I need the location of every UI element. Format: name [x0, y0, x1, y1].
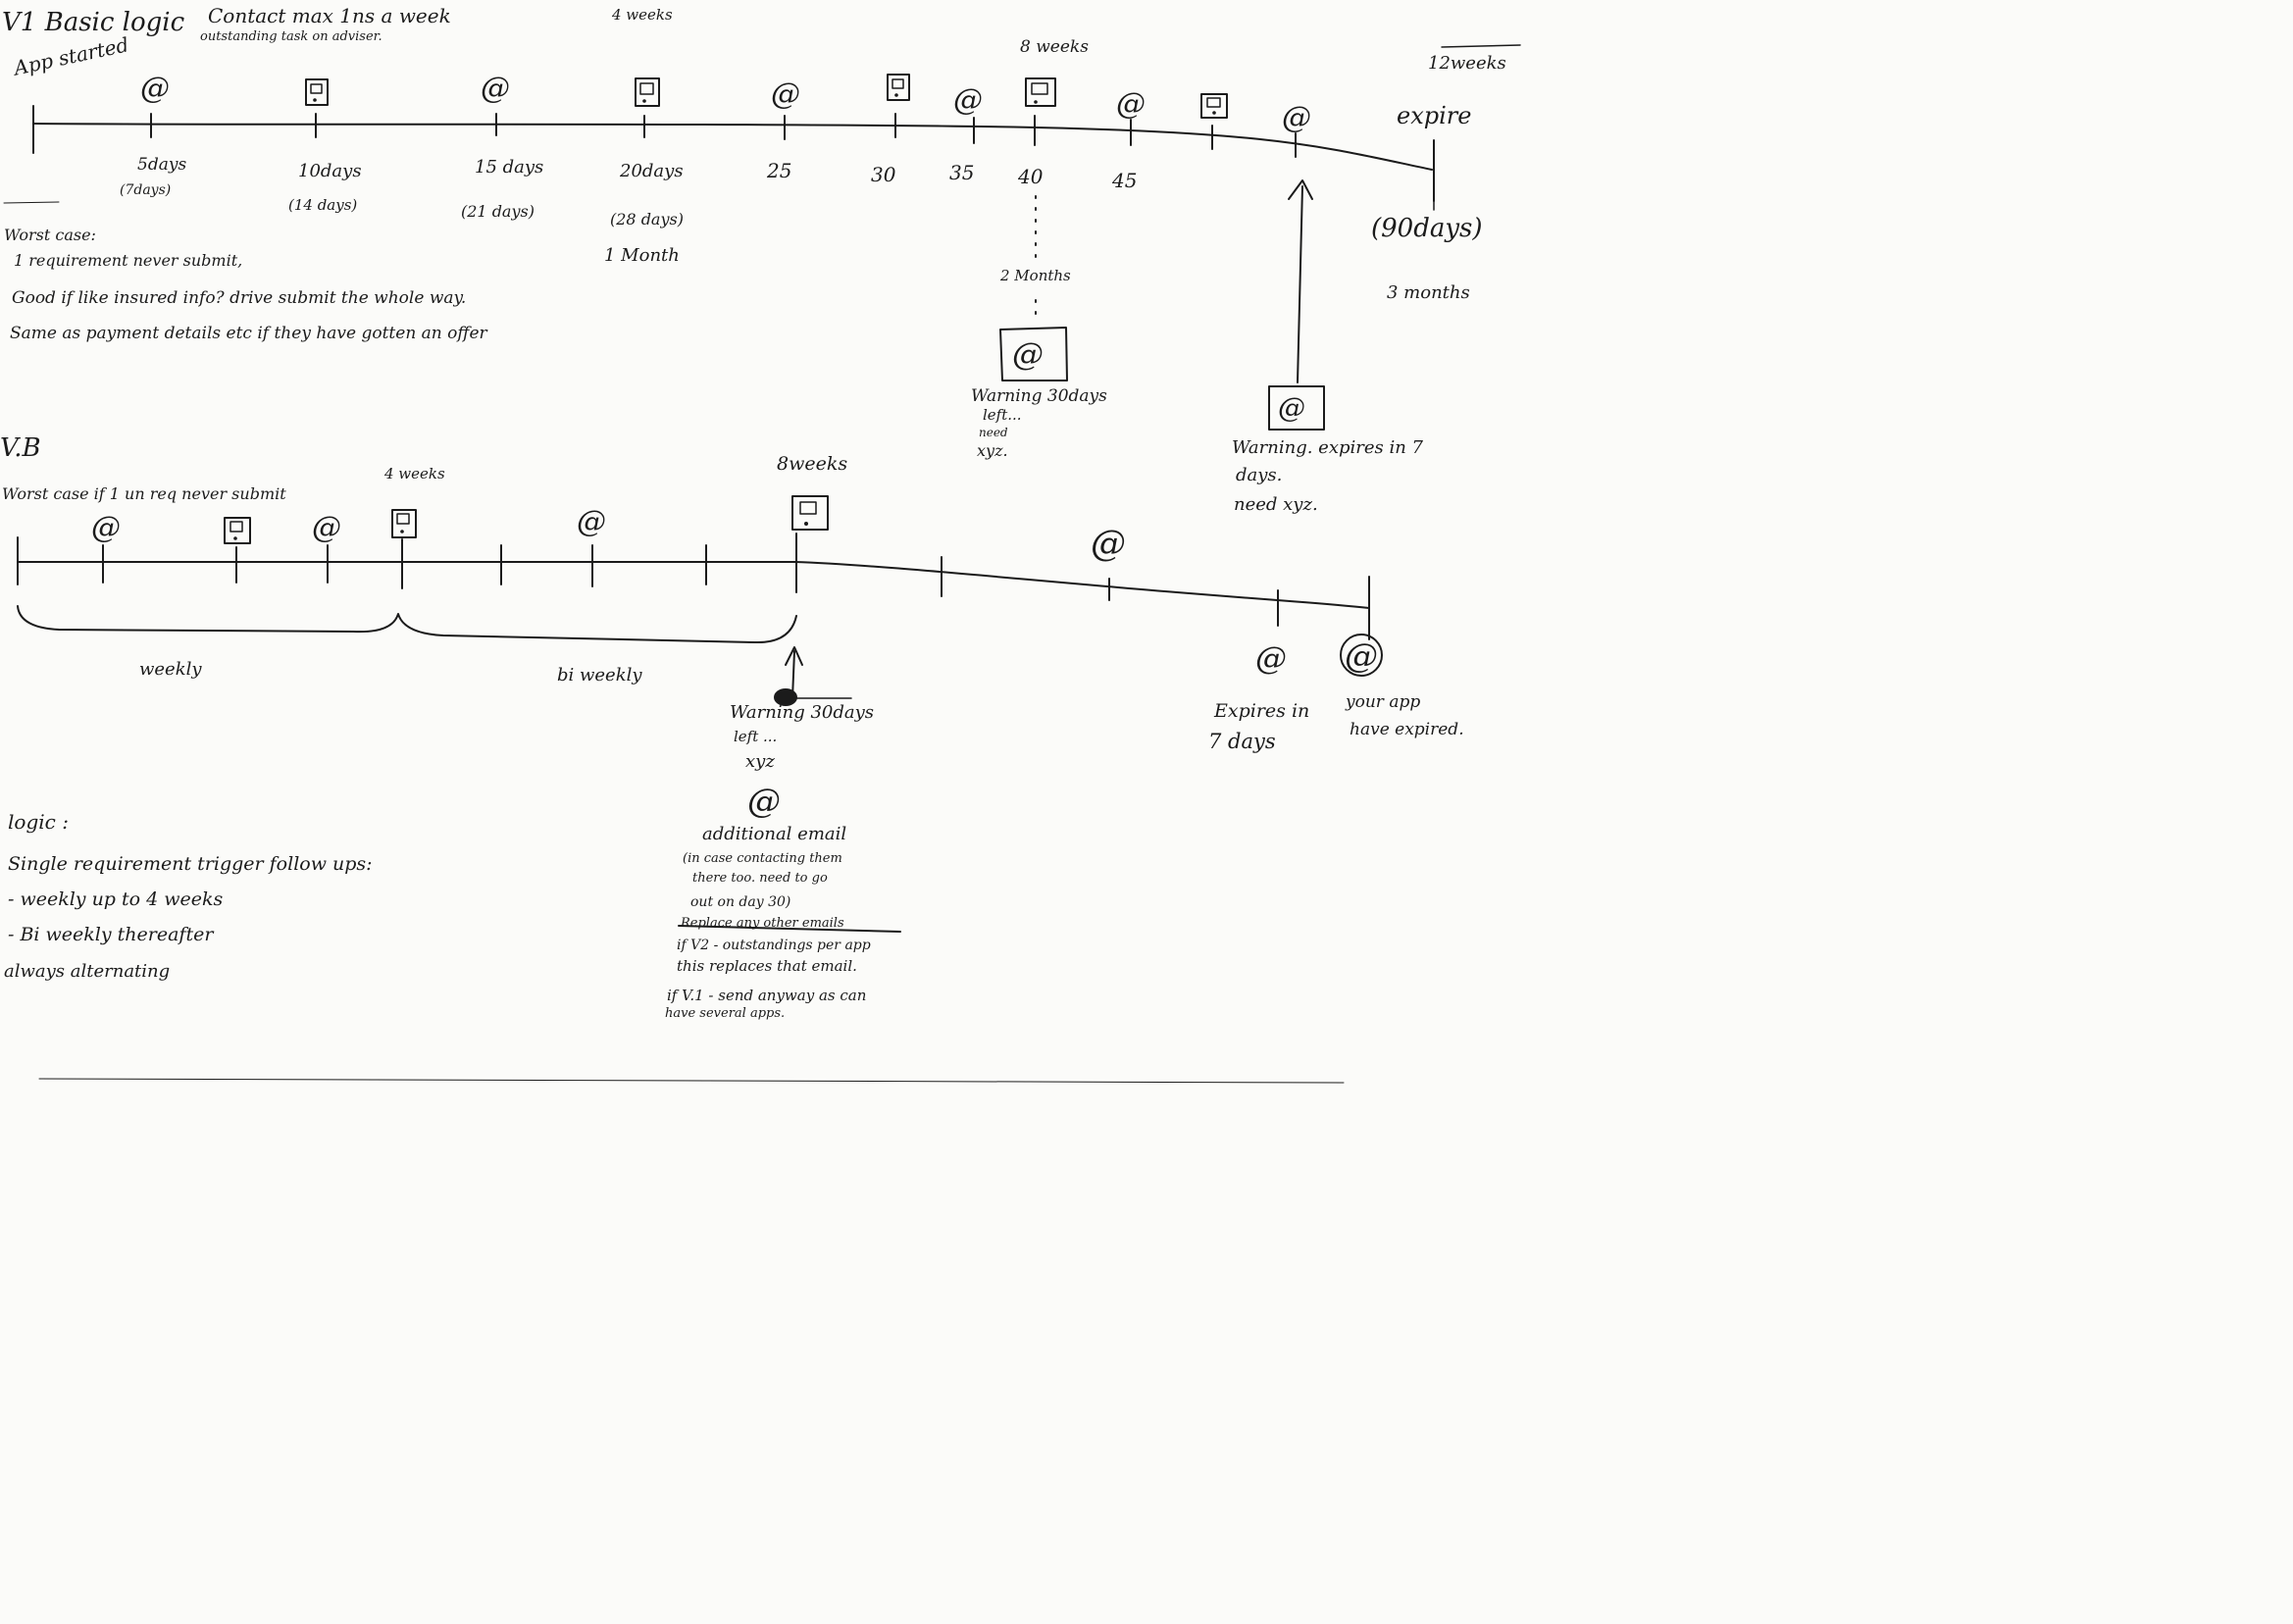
v1-tick-label: 45 [1112, 169, 1137, 192]
v1-title: V1 Basic logic [2, 8, 184, 37]
task-form-icon [1026, 78, 1055, 106]
v2-warn30-line: xyz [745, 751, 775, 772]
logic-line: Single requirement trigger follow ups: [8, 853, 373, 875]
v2-additional-note: have several apps. [665, 1006, 785, 1021]
task-form-icon [225, 518, 250, 543]
v1-warn7-line: Warning. expires in 7 [1232, 437, 1423, 458]
v2-warn30-line: left ... [734, 728, 777, 745]
v2-additional-note: (in case contacting them [683, 851, 842, 866]
v1-12weeks-stroke [1442, 45, 1520, 47]
v2-biweekly-label: bi weekly [557, 665, 642, 685]
v1-warn30-line: need [979, 426, 1008, 439]
v2-expires7-line: Expires in [1214, 700, 1309, 722]
task-form-icon [888, 75, 909, 100]
v2-additional-email: additional email [702, 824, 846, 844]
at-sign-icon: @ [1091, 524, 1126, 564]
v2-additional-note: there too. need to go [692, 871, 828, 886]
at-sign-icon: @ [1012, 335, 1044, 373]
logic-title: logic : [8, 810, 69, 834]
task-form-icon [1201, 94, 1227, 118]
v1-tick-label: 5days [137, 155, 186, 175]
at-sign-icon: @ [1116, 87, 1146, 122]
v1-tick-sub2: 2 Months [1000, 267, 1071, 284]
task-form-icon [636, 78, 659, 106]
at-sign-icon: @ [953, 83, 983, 118]
task-form-icon [306, 79, 328, 105]
v2-worst-case: Worst case if 1 un req never submit [2, 484, 286, 503]
at-sign-icon: @ [1255, 639, 1287, 677]
at-sign-icon: @ [747, 782, 781, 821]
v2-8weeks: 8weeks [777, 453, 847, 475]
v1-worst-case-title: Worst case: [4, 226, 96, 244]
v1-contact-rule: Contact max 1ns a week [208, 4, 451, 27]
v2-timeline [18, 562, 1369, 608]
at-sign-icon: @ [1345, 636, 1378, 676]
v2-expires7-line: 7 days [1208, 730, 1276, 753]
logic-line: always alternating [4, 961, 170, 982]
v1-warn30-line: left... [983, 406, 1022, 424]
v1-tick-label: 10days [298, 161, 362, 181]
v1-end-months: 3 months [1387, 282, 1470, 303]
v1-tick-label: 40 [1018, 165, 1043, 188]
at-sign-icon: @ [312, 511, 341, 545]
v1-end-days: (90days) [1371, 214, 1483, 243]
at-sign-icon: @ [481, 72, 510, 106]
v1-warn7-arrow-shaft [1298, 186, 1302, 382]
v1-warn7-line: days. [1236, 465, 1282, 485]
v1-tick-sub: (21 days) [461, 202, 535, 221]
v1-warn30-line: Warning 30days [971, 386, 1107, 406]
v1-warn30-line: xyz. [977, 441, 1008, 460]
v1-warn7-line: need xyz. [1234, 494, 1318, 515]
v1-worst-case-2: Good if like insured info? drive submit … [12, 288, 466, 308]
v1-tick-label: 15 days [475, 157, 543, 178]
v1-worst-case-1: 1 requirement never submit, [14, 251, 242, 270]
v2-expired-line: your app [1346, 692, 1420, 712]
v1-warn7-arrow-head [1289, 180, 1312, 199]
v1-task-icons [306, 75, 1227, 118]
at-sign-icon: @ [771, 77, 800, 112]
at-sign-icon: @ [1282, 101, 1311, 135]
logic-line: - Bi weekly thereafter [8, 924, 213, 945]
v1-tick-sub2: 1 Month [604, 245, 680, 266]
v1-tick-sub: (7days) [120, 182, 171, 198]
v1-contact-sub: outstanding task on adviser. [200, 29, 382, 44]
v2-additional-note: if V.1 - send anyway as can [667, 987, 866, 1004]
v1-expire-label: expire [1397, 102, 1471, 129]
v1-warn30-email-icon: @ [1000, 328, 1067, 381]
v1-12weeks: 12weeks [1428, 53, 1506, 74]
v2-4weeks: 4 weeks [384, 465, 445, 482]
v1-4weeks: 4 weeks [612, 6, 673, 24]
task-form-icon [792, 496, 828, 530]
v2-braces [18, 606, 796, 642]
v1-tick-label: 25 [767, 159, 791, 182]
at-sign-icon: @ [577, 505, 606, 539]
at-sign-icon: @ [140, 72, 170, 106]
v1-warn7-email-icon: @ [1269, 386, 1324, 430]
v2-weekly-label: weekly [139, 659, 202, 680]
v1-timeline [33, 124, 1432, 170]
logic-line: - weekly up to 4 weeks [8, 888, 223, 910]
v1-tick-label: 20days [620, 161, 684, 181]
v2-warn30-line: Warning 30days [730, 702, 874, 723]
v1-worst-case-3: Same as payment details etc if they have… [10, 324, 487, 343]
v1-tick-label: 35 [949, 161, 974, 184]
v1-8weeks: 8 weeks [1020, 37, 1089, 57]
v2-additional-note: out on day 30) [690, 894, 790, 910]
task-form-icon [392, 510, 416, 537]
at-sign-icon: @ [1278, 391, 1305, 424]
page-bottom-line [39, 1079, 1344, 1083]
v1-tick-sub: (28 days) [610, 210, 684, 228]
margin-stroke [4, 202, 59, 203]
v1-tick-label: 30 [871, 163, 895, 186]
v2-additional-note: this replaces that email. [677, 957, 857, 975]
v2-expired-line: have expired. [1350, 720, 1464, 739]
at-sign-icon: @ [91, 511, 121, 545]
v1-tick-sub: (14 days) [288, 196, 357, 214]
v2-title: V.B [0, 433, 41, 463]
v2-additional-note: Replace any other emails [681, 916, 844, 931]
v2-email-icons: @ @ @ @ @ @ @ [91, 505, 1378, 821]
v2-additional-note: if V2 - outstandings per app [677, 938, 871, 953]
